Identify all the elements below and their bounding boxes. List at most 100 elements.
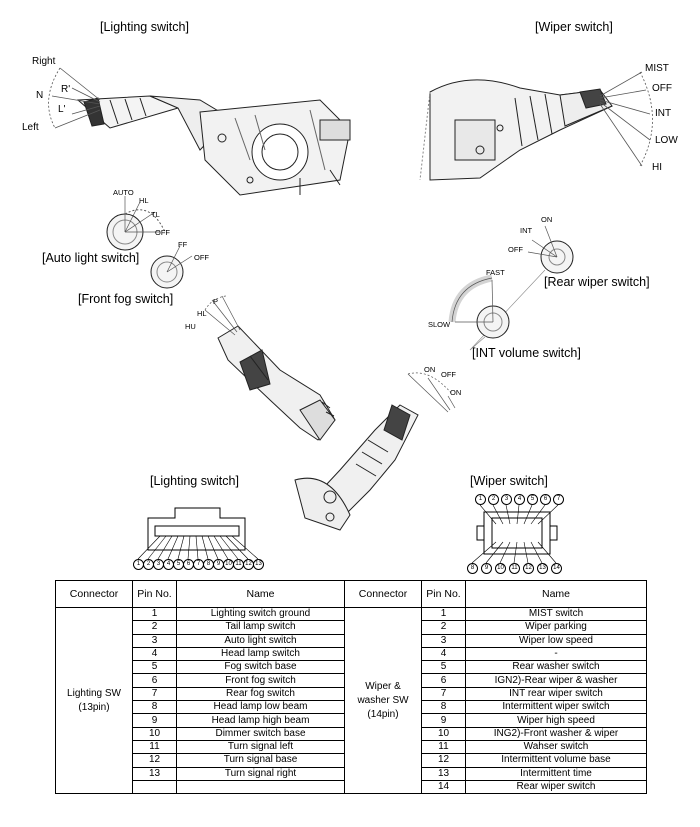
left-name-cell: Head lamp high beam xyxy=(176,713,345,728)
left-pin-cell: 5 xyxy=(132,660,177,675)
right-pin-cell: 8 xyxy=(421,700,466,715)
left-name-cell: Dimmer switch base xyxy=(176,726,345,741)
washer-pos-off: OFF xyxy=(441,370,456,379)
col-header-connector-2: Connector xyxy=(344,580,422,608)
lighting-pin-leader xyxy=(207,535,219,560)
table-header-row: Connector Pin No. Name Connector Pin No.… xyxy=(55,580,647,608)
col-header-connector: Connector xyxy=(55,580,133,608)
lighting-pos-l-prime: L' xyxy=(58,104,66,115)
auto-light-knob xyxy=(106,196,166,251)
left-name-cell: Tail lamp switch xyxy=(176,620,345,635)
right-name-cell: Wiper low speed xyxy=(465,633,647,648)
wiper-pin-leader xyxy=(505,504,511,525)
right-name-cell: Intermittent volume base xyxy=(465,753,647,768)
connector-pin-table: Connector Pin No. Name Connector Pin No.… xyxy=(55,580,647,795)
wiper-connector-title: [Wiper switch] xyxy=(470,474,548,488)
left-name-cell: Front fog switch xyxy=(176,673,345,688)
wiper-pos-hi: HI xyxy=(652,162,662,173)
left-name-cell: Turn signal right xyxy=(176,766,345,781)
auto-light-pos-off: OFF xyxy=(155,228,170,237)
wiper-pin-label: 9 xyxy=(481,563,492,574)
right-pin-cell: 11 xyxy=(421,739,466,755)
right-pin-cell: 13 xyxy=(421,766,466,781)
wiper-pin-label: 10 xyxy=(495,563,506,574)
right-pin-cell: 1 xyxy=(421,606,466,622)
lighting-pin-leader xyxy=(201,535,209,560)
beam-pos-p: P xyxy=(213,297,219,306)
right-connector-cell: Wiper &washer SW(14pin) xyxy=(344,606,422,795)
lighting-pin-leader xyxy=(177,535,185,560)
int-volume-knob xyxy=(448,274,510,351)
beam-pos-hl: HL xyxy=(197,309,207,318)
washer-pos-on-lower: ON xyxy=(450,388,462,397)
right-name-cell: Wiper high speed xyxy=(465,713,647,728)
right-pin-cell: 2 xyxy=(421,620,466,635)
wiper-pin-leader xyxy=(537,541,557,564)
wiper-pin-label: 7 xyxy=(553,494,564,505)
wiper-pin-leader xyxy=(499,541,511,564)
wiper-pin-label: 11 xyxy=(509,563,520,574)
wiper-pin-leader xyxy=(530,541,543,564)
wiper-pos-off: OFF xyxy=(652,83,672,94)
rear-wiper-pos-on: ON xyxy=(541,215,553,224)
wiper-pos-int: INT xyxy=(655,108,672,119)
right-name-cell: ING2)-Front washer & wiper xyxy=(465,726,647,741)
lighting-pin-leader xyxy=(219,535,239,560)
int-volume-pos-fast: FAST xyxy=(486,268,505,277)
beam-pos-hu: HU xyxy=(185,322,196,331)
beam-stalk-drawing xyxy=(217,325,336,441)
rear-wiper-switch-title: [Rear wiper switch] xyxy=(544,275,650,289)
left-name-cell: Turn signal base xyxy=(176,753,345,768)
lighting-pin-leader xyxy=(213,535,229,560)
left-connector-label: (13pin) xyxy=(78,701,110,713)
wiper-switch-title: [Wiper switch] xyxy=(535,20,613,34)
washer-pos-on-upper: ON xyxy=(424,365,436,374)
lighting-switch-title: [Lighting switch] xyxy=(100,20,189,34)
wiper-pin-leader xyxy=(485,541,504,564)
lighting-position-arc xyxy=(48,67,101,129)
left-name-cell: Rear fog switch xyxy=(176,686,345,702)
right-name-cell: Wiper parking xyxy=(465,620,647,635)
col-header-name: Name xyxy=(176,580,345,608)
lighting-pin-leader xyxy=(157,535,173,560)
lighting-pin-leader xyxy=(167,535,179,560)
lighting-pin-leader xyxy=(231,535,259,560)
left-pin-cell: 8 xyxy=(132,700,177,715)
wiper-stalk-drawing xyxy=(294,404,419,531)
left-name-cell: Head lamp low beam xyxy=(176,700,345,715)
left-pin-cell: 7 xyxy=(132,686,177,702)
lighting-pin-leader xyxy=(187,535,191,560)
wiper-pin-leader xyxy=(523,504,533,525)
lighting-pin-leader xyxy=(225,535,249,560)
wiper-pin-label: 3 xyxy=(501,494,512,505)
right-name-cell: Wahser switch xyxy=(465,739,647,755)
rear-wiper-pos-int: INT xyxy=(520,226,533,235)
front-fog-pos-ff: FF xyxy=(178,240,188,249)
left-pin-cell: 3 xyxy=(132,633,177,648)
wiper-pin-leader xyxy=(492,504,504,525)
left-pin-cell xyxy=(132,779,177,795)
right-pin-cell: 14 xyxy=(421,779,466,795)
wiper-pin-leader xyxy=(516,504,520,525)
lighting-pin-leader xyxy=(147,535,167,560)
front-fog-knob xyxy=(150,245,193,289)
wiper-pin-leader xyxy=(471,541,497,564)
right-pin-cell: 12 xyxy=(421,753,466,768)
left-pin-cell: 11 xyxy=(132,739,177,755)
wiper-pin-leader xyxy=(513,541,518,564)
auto-light-pos-tl: TL xyxy=(151,210,160,219)
lighting-switch-drawing xyxy=(76,95,351,196)
auto-light-pos-hl: HL xyxy=(139,196,149,205)
left-name-cell: Head lamp switch xyxy=(176,646,345,662)
left-name-cell: Auto light switch xyxy=(176,633,345,648)
right-pin-cell: 6 xyxy=(421,673,466,688)
lighting-connector-title: [Lighting switch] xyxy=(150,474,239,488)
wiper-pin-label: 2 xyxy=(488,494,499,505)
wiper-switch-drawing xyxy=(419,79,613,181)
right-pin-cell: 4 xyxy=(421,646,466,662)
